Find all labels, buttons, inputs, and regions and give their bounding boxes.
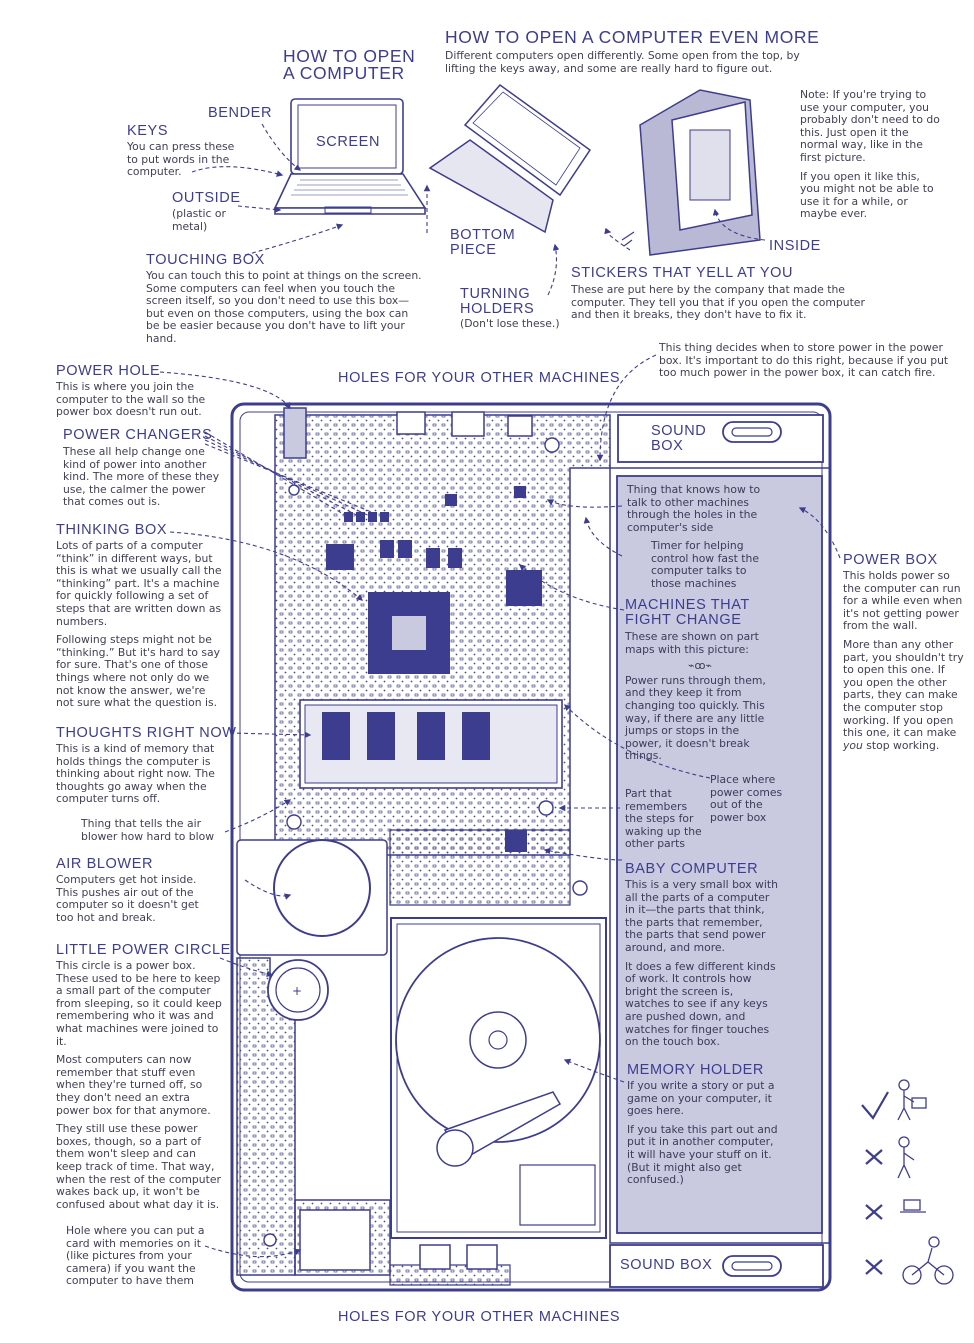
baby-computer-text: This is a very small box with all the pa… xyxy=(625,878,780,1055)
circle-p2: Most computers can now remember that stu… xyxy=(56,1053,211,1117)
circle-p3: They still use these power boxes, though… xyxy=(56,1122,221,1211)
place-power-text: Place where power comes out of the power… xyxy=(710,773,783,824)
laptop-drawing xyxy=(273,98,427,215)
turning-holders-text: (Don't lose these.) xyxy=(460,317,560,330)
powerbox-p2: More than any other part, you shouldn't … xyxy=(843,637,965,752)
power-box-title: POWER BOX xyxy=(843,552,938,568)
memory-p2: If you take this part out and put it in … xyxy=(627,1122,778,1187)
fight-p1: These are shown on part maps with this p… xyxy=(625,630,759,656)
thoughts-text: This is a kind of memory that holds thin… xyxy=(56,742,215,806)
sound-box-top-label: SOUND BOX xyxy=(651,423,707,454)
keys-text: You can press these to put words in the … xyxy=(127,140,235,179)
holes-bottom-label: HOLES FOR YOUR OTHER MACHINES xyxy=(338,1309,621,1325)
memory-holder-text: If you write a story or put a game on yo… xyxy=(627,1079,782,1193)
air-tell-text: Thing that tells the air blower how hard… xyxy=(81,817,215,843)
fight-p2: Power runs through them, and they keep i… xyxy=(625,673,766,763)
little-circle-text: This circle is a power box. These used t… xyxy=(56,959,224,1217)
powerbox-p2-end: stop working. xyxy=(862,738,940,752)
remember-steps-text: Part that remembers the steps for waking… xyxy=(625,787,702,851)
circle-p1: This circle is a power box. These used t… xyxy=(56,959,222,1048)
power-hole-text: This is where you join the computer to t… xyxy=(56,380,206,419)
touchbox-text: You can touch this to point at things on… xyxy=(146,269,422,345)
keys-title: KEYS xyxy=(127,123,169,139)
power-decide-text: This thing decides when to store power i… xyxy=(659,341,949,380)
timer-text: Timer for helping control how fast the c… xyxy=(651,539,759,590)
powerbox-p2-you: you xyxy=(843,738,863,752)
air-blower-text: Computers get hot inside. This pushes ai… xyxy=(56,873,199,924)
inside-label: INSIDE xyxy=(769,238,821,254)
thinking-p2: Following steps might not be “thinking.”… xyxy=(56,633,220,710)
stickers-text: These are put here by the company that m… xyxy=(571,283,865,322)
note-text: Note: If you're trying to use your compu… xyxy=(800,88,940,227)
talk-text: Thing that knows how to talk to other ma… xyxy=(627,483,761,534)
battery xyxy=(616,475,823,1234)
thinking-p1: Lots of parts of a computer “think” in d… xyxy=(56,539,222,628)
sound-box-bottom-label: SOUND BOX xyxy=(620,1257,713,1273)
fight-change-text: These are shown on part maps with this p… xyxy=(625,630,775,769)
air-blower-title: AIR BLOWER xyxy=(56,856,154,872)
powerbox-p1: This holds power so the computer can run… xyxy=(843,569,963,633)
disassembled-laptop-drawing xyxy=(621,89,761,256)
holes-top-label: HOLES FOR YOUR OTHER MACHINES xyxy=(338,370,621,386)
memory-holder-title: MEMORY HOLDER xyxy=(627,1062,764,1078)
outside-title: OUTSIDE xyxy=(172,190,241,206)
inductor-symbol-icon: ⌁ꝏ⌁ xyxy=(688,659,712,673)
outside-text: (plastic or metal) xyxy=(172,207,226,233)
power-box-text: This holds power so the computer can run… xyxy=(843,569,965,758)
powerbox-p2-start: More than any other part, you shouldn't … xyxy=(843,637,964,740)
baby-p2: It does a few different kinds of work. I… xyxy=(625,959,776,1049)
stickers-title: STICKERS THAT YELL AT YOU xyxy=(571,265,794,281)
thoughts-title: THOUGHTS RIGHT NOW xyxy=(56,725,237,741)
baby-computer-title: BABY COMPUTER xyxy=(625,861,759,877)
note-p2: If you open it like this, you might not … xyxy=(800,169,934,221)
power-changers-text: These all help change one kind of power … xyxy=(63,445,220,509)
turning-holders-title: TURNING HOLDERS xyxy=(460,286,535,317)
opened-laptop-drawing xyxy=(428,83,592,234)
svg-text:+: + xyxy=(292,984,302,998)
howto-title-line1: HOW TO OPEN xyxy=(283,46,416,66)
bottom-piece-label: BOTTOM PIECE xyxy=(450,227,516,258)
thinking-box-title: THINKING BOX xyxy=(56,522,168,538)
baby-p1: This is a very small box with all the pa… xyxy=(625,878,778,954)
check-and-x-icons xyxy=(861,1091,889,1275)
screen-label: SCREEN xyxy=(316,134,381,150)
fight-change-title: MACHINES THAT FIGHT CHANGE xyxy=(625,597,750,628)
howto-more-text: Different computers open differently. So… xyxy=(445,49,800,75)
thinking-box-text: Lots of parts of a computer “think” in d… xyxy=(56,539,226,716)
touchbox-title: TOUCHING BOX xyxy=(146,252,265,268)
memory-p1: If you write a story or put a game on yo… xyxy=(627,1079,775,1118)
bender-label: BENDER xyxy=(208,105,273,121)
howto-title-line2: A COMPUTER xyxy=(283,63,405,83)
card-hole-text: Hole where you can put a card with memor… xyxy=(66,1224,205,1288)
power-hole-title: POWER HOLE xyxy=(56,363,161,379)
little-circle-title: LITTLE POWER CIRCLE xyxy=(56,942,231,958)
howto-more-title: HOW TO OPEN A COMPUTER EVEN MORE xyxy=(445,27,820,47)
power-changers-title: POWER CHANGERS xyxy=(63,427,213,443)
note-p1: Note: If you're trying to use your compu… xyxy=(800,88,940,164)
